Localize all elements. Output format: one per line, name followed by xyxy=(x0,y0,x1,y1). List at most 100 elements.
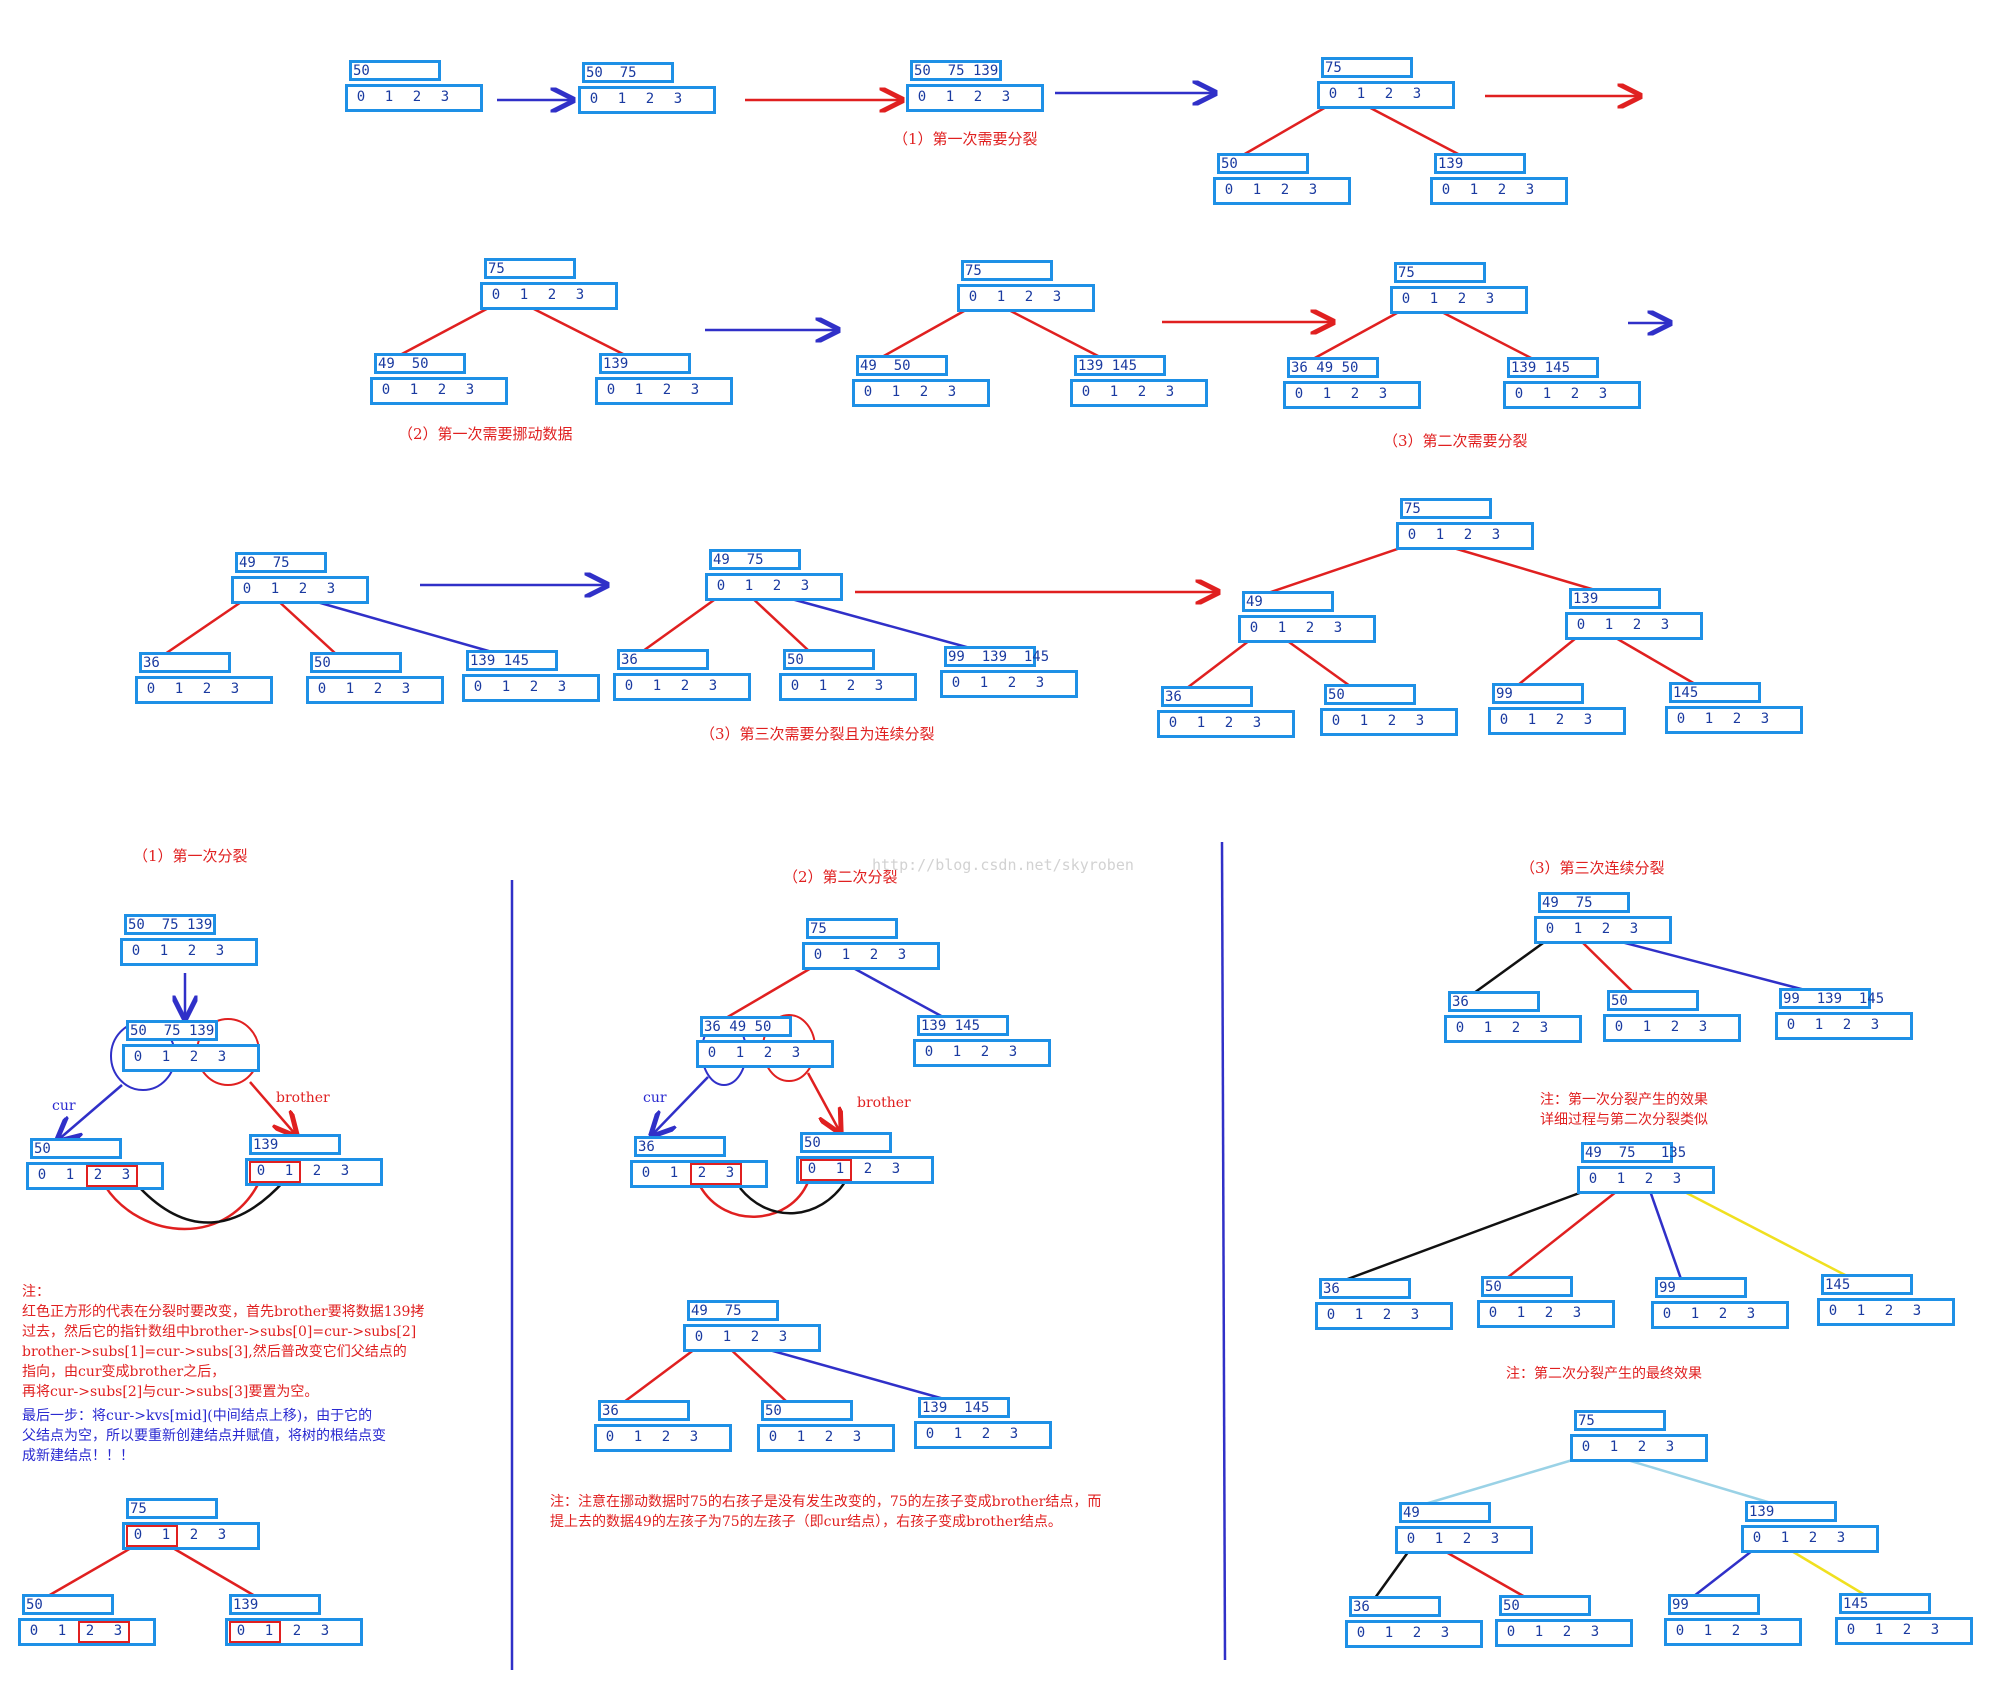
node-subs-box xyxy=(122,1044,260,1072)
node-subs-box xyxy=(957,284,1095,312)
node-slot: 1 xyxy=(1703,1623,1713,1639)
node-keys: 50 75 139 xyxy=(128,917,213,933)
node-slot: 0 xyxy=(716,578,726,594)
node-slot: 1 xyxy=(1322,386,1332,402)
node-keys: 36 xyxy=(1165,689,1182,705)
node-keys: 139 145 xyxy=(1511,360,1571,376)
node-keys: 139 xyxy=(233,1597,259,1613)
node-keys: 75 xyxy=(130,1501,147,1517)
node-slot: 1 xyxy=(1527,712,1537,728)
node-keys-box xyxy=(249,1134,341,1155)
node-slot: 0 xyxy=(1514,386,1524,402)
node-keys: 139 145 xyxy=(470,653,530,669)
node-subs-box xyxy=(1817,1298,1955,1326)
node-slot: 0 xyxy=(1401,291,1411,307)
node-slot: 0 xyxy=(1326,1307,1336,1323)
node-slot: 2 xyxy=(1007,675,1017,691)
node-slot: 0 xyxy=(1786,1017,1796,1033)
highlight-box xyxy=(249,1161,301,1183)
note-second-split-final: 注：第二次分裂产生的最终效果 xyxy=(1506,1366,1702,1382)
node-subs-box xyxy=(1213,177,1351,205)
node-keys: 36 xyxy=(602,1403,619,1419)
node-slot: 0 xyxy=(924,1044,934,1060)
tree-edge xyxy=(1433,306,1534,361)
tree-edge xyxy=(1439,542,1596,592)
node-slot: 3 xyxy=(465,382,475,398)
node-slot: 0 xyxy=(133,1049,143,1065)
node-slot: 0 xyxy=(29,1623,39,1639)
node-slot: 0 xyxy=(1499,712,1509,728)
node-subs-box xyxy=(1430,177,1568,205)
tree-edge xyxy=(1784,1545,1866,1597)
node-slot: 2 xyxy=(1601,921,1611,937)
node-keys: 139 xyxy=(1749,1504,1775,1520)
node-slot: 2 xyxy=(312,1163,322,1179)
node-subs-box xyxy=(613,673,751,701)
node-keys-box xyxy=(1217,153,1309,174)
node-subs-box xyxy=(705,573,843,601)
node-subs-box xyxy=(462,674,600,702)
swap-curve-black xyxy=(139,1179,286,1224)
node-slot: 0 xyxy=(968,289,978,305)
node-slot: 3 xyxy=(440,89,450,105)
node-keys-box xyxy=(1399,1502,1491,1523)
brother-arrow xyxy=(806,1072,840,1132)
node-subs-box xyxy=(1157,710,1295,738)
node-keys: 50 xyxy=(314,655,331,671)
node-slot: 0 xyxy=(1506,1624,1516,1640)
node-keys: 139 xyxy=(253,1137,279,1153)
node-slot: 3 xyxy=(1440,1625,1450,1641)
highlight-box xyxy=(229,1621,281,1643)
tree-edge xyxy=(881,304,974,359)
caption-first-split-needed: （1）第一次需要分裂 xyxy=(893,130,1038,148)
node-keys-box xyxy=(918,1397,1010,1418)
node-slot: 0 xyxy=(1752,1530,1762,1546)
node-subs-box xyxy=(1444,1015,1582,1043)
node-keys-box xyxy=(1668,1594,1760,1615)
node-subs-box xyxy=(1603,1014,1741,1042)
node-slot: 2 xyxy=(1463,527,1473,543)
node-slot: 0 xyxy=(707,1045,717,1061)
tree-edge xyxy=(1517,633,1582,686)
node-slot: 0 xyxy=(242,581,252,597)
note-move-data: 注：注意在挪动数据时75的右孩子是没有发生改变的，75的左孩子变成brother… xyxy=(550,1494,1102,1530)
node-keys-box xyxy=(1394,262,1486,283)
swap-curve-black xyxy=(739,1181,847,1215)
node-keys-box xyxy=(1669,682,1761,703)
node-keys: 145 xyxy=(1825,1277,1851,1293)
node-keys-box xyxy=(1839,1593,1931,1614)
node-slot: 1 xyxy=(1780,1530,1790,1546)
tree-edge xyxy=(274,597,337,655)
node-slot: 2 xyxy=(645,91,655,107)
node-slot: 3 xyxy=(1052,289,1062,305)
node-slot: 1 xyxy=(1196,715,1206,731)
node-slot: 1 xyxy=(1356,86,1366,102)
node-keys: 75 xyxy=(1404,501,1421,517)
node-subs-box xyxy=(595,377,733,405)
label-cur: cur xyxy=(52,1098,76,1114)
node-keys-box xyxy=(139,652,231,673)
node-slot: 1 xyxy=(841,947,851,963)
node-slot: 1 xyxy=(1534,1624,1544,1640)
node-slot: 1 xyxy=(1109,384,1119,400)
node-slot: 3 xyxy=(1035,675,1045,691)
node-slot: 3 xyxy=(791,1045,801,1061)
